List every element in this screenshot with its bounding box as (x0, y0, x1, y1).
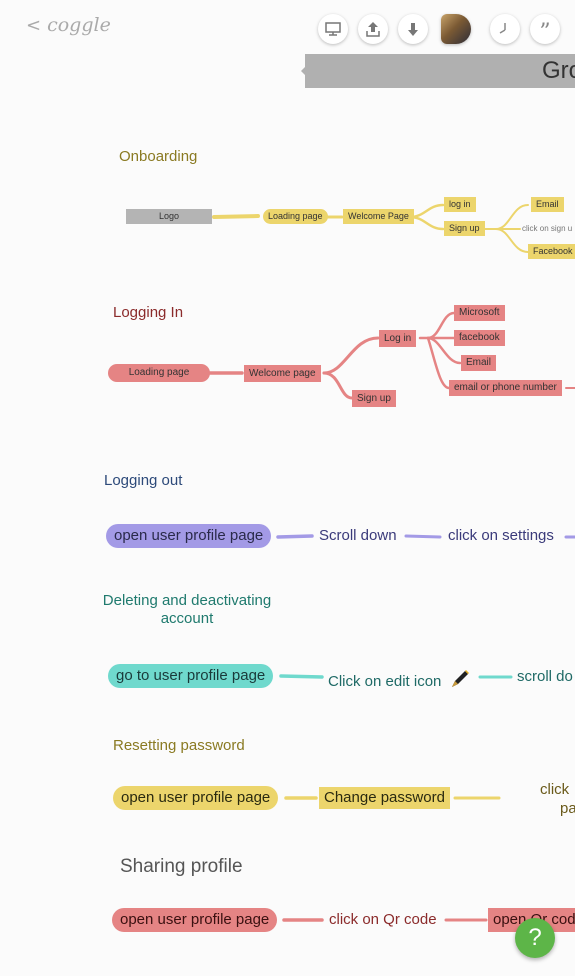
coggle-logo: coggle (47, 14, 111, 36)
logging-out-scroll-node[interactable]: Scroll down (319, 527, 397, 544)
onboarding-click-signup-node[interactable]: click on sign u (522, 224, 573, 233)
resetting-click-node-line2[interactable]: pa (560, 800, 575, 817)
user-avatar[interactable] (441, 14, 471, 44)
quote-icon: ” (539, 20, 551, 45)
onboarding-email-node[interactable]: Email (531, 197, 564, 212)
chevron-left-icon: < (26, 15, 42, 36)
logging-in-email-phone-node[interactable]: email or phone number (449, 380, 562, 396)
download-icon (408, 23, 418, 36)
sharing-heading[interactable]: Sharing profile (120, 856, 243, 877)
deleting-edit-icon-label: Click on edit icon (328, 673, 442, 690)
central-topic-node[interactable]: Gro (305, 54, 575, 88)
resetting-heading[interactable]: Resetting password (113, 737, 245, 754)
onboarding-loading-node[interactable]: Loading page (263, 209, 328, 224)
pen-icon (451, 670, 469, 687)
resetting-open-profile-node[interactable]: open user profile page (113, 786, 279, 810)
history-icon (499, 23, 506, 34)
onboarding-facebook-node[interactable]: Facebook (528, 244, 575, 259)
logging-in-email-node[interactable]: Email (461, 355, 497, 371)
sharing-qr-node[interactable]: click on Qr code (329, 911, 437, 928)
deleting-edit-icon-node[interactable]: Click on edit icon (323, 668, 476, 692)
sharing-open-profile-node[interactable]: open user profile page (112, 908, 278, 932)
logging-in-facebook-node[interactable]: facebook (454, 330, 505, 346)
share-icon (366, 22, 380, 37)
deleting-heading[interactable]: Deleting and deactivating account (102, 592, 272, 627)
comments-button[interactable]: ” (530, 14, 560, 44)
logging-out-open-profile-node[interactable]: open user profile page (106, 524, 272, 548)
history-button[interactable] (490, 14, 520, 44)
resetting-change-node[interactable]: Change password (319, 787, 450, 809)
logging-in-loading-node[interactable]: Loading page (108, 364, 210, 382)
onboarding-welcome-node[interactable]: Welcome Page (343, 209, 414, 224)
logging-in-welcome-node[interactable]: Welcome page (244, 365, 321, 382)
resetting-click-node-line1[interactable]: click (540, 781, 570, 798)
onboarding-login-node[interactable]: log in (444, 197, 476, 212)
onboarding-heading[interactable]: Onboarding (119, 148, 198, 165)
logging-out-settings-node[interactable]: click on settings (448, 527, 554, 544)
logging-in-heading[interactable]: Logging In (113, 304, 184, 321)
logging-in-login-node[interactable]: Log in (379, 330, 417, 347)
help-button[interactable]: ? (515, 918, 555, 958)
logging-in-signup-node[interactable]: Sign up (352, 390, 396, 407)
central-topic-label: Gro (542, 57, 575, 84)
download-button[interactable] (398, 14, 428, 44)
onboarding-signup-node[interactable]: Sign up (444, 221, 485, 236)
logging-out-heading[interactable]: Logging out (104, 472, 183, 489)
present-icon (325, 22, 341, 36)
onboarding-logo-node[interactable]: Logo (126, 209, 212, 224)
question-icon: ? (528, 924, 542, 951)
logging-in-microsoft-node[interactable]: Microsoft (454, 305, 505, 321)
deleting-scroll-node[interactable]: scroll do (517, 668, 573, 685)
back-to-dashboard-link[interactable]: <coggle (26, 14, 111, 36)
title-notch (301, 66, 306, 76)
share-button[interactable] (358, 14, 388, 44)
present-button[interactable] (318, 14, 348, 44)
deleting-go-profile-node[interactable]: go to user profile page (108, 664, 274, 688)
